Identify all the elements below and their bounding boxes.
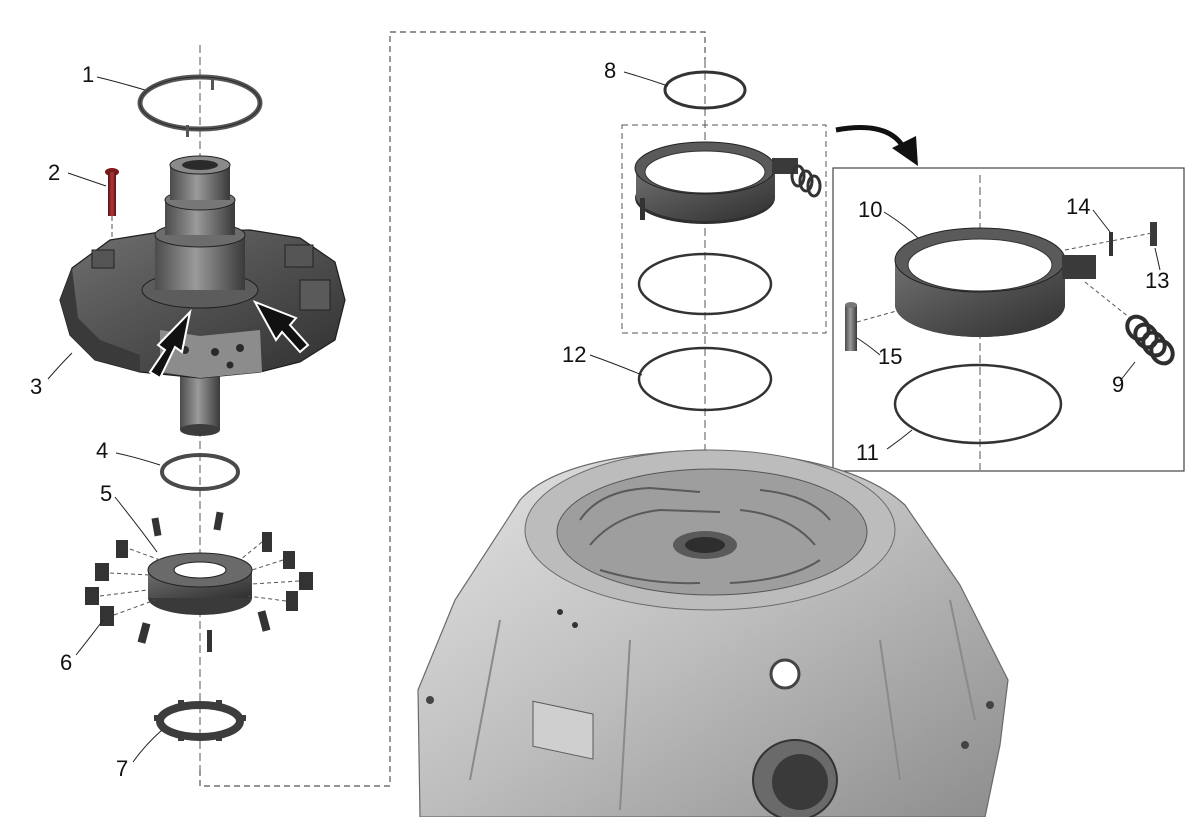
part-4-seal-ring bbox=[160, 453, 240, 491]
pointer-arrow-icon bbox=[252, 300, 310, 354]
callout-5: 5 bbox=[100, 481, 112, 506]
callout-1: 1 bbox=[82, 62, 94, 87]
callout-6: 6 bbox=[60, 650, 72, 675]
callout-leader-lines bbox=[47, 71, 1161, 763]
callout-2: 2 bbox=[48, 160, 60, 185]
vane-leader-lines bbox=[99, 541, 300, 616]
part-14-pin bbox=[1109, 232, 1113, 256]
part-11-ring bbox=[893, 363, 1063, 445]
part-1-snap-ring bbox=[137, 74, 263, 137]
callout-7: 7 bbox=[116, 756, 128, 781]
pointer-arrow-icon bbox=[148, 308, 192, 380]
callout-9: 9 bbox=[1112, 372, 1124, 397]
part-7-lock-washer bbox=[154, 700, 246, 741]
part-10-band bbox=[894, 227, 1096, 337]
callout-10: 10 bbox=[858, 197, 882, 222]
callout-15: 15 bbox=[878, 344, 902, 369]
part-13-pin bbox=[1150, 222, 1157, 246]
spring-leader-line bbox=[1084, 281, 1131, 319]
part-2-bolt bbox=[105, 168, 119, 216]
curved-arrow-icon bbox=[835, 125, 918, 166]
part-8-ring bbox=[663, 70, 747, 110]
transmission-housing bbox=[417, 449, 1009, 817]
callout-14: 14 bbox=[1066, 194, 1090, 219]
part-3-pump-body bbox=[59, 155, 346, 436]
callout-12: 12 bbox=[562, 342, 586, 367]
band-assembly-small bbox=[634, 141, 822, 224]
detail-source-box bbox=[621, 124, 827, 334]
callout-8: 8 bbox=[604, 58, 616, 83]
small-seal-ring bbox=[637, 252, 773, 316]
part-6-vanes bbox=[85, 511, 313, 652]
assembly-path-line bbox=[199, 31, 706, 787]
part-15-pin bbox=[845, 302, 857, 351]
part-9-spring bbox=[1125, 314, 1175, 366]
callout-3: 3 bbox=[30, 374, 42, 399]
pin-leader-line bbox=[856, 309, 901, 323]
callout-11: 11 bbox=[856, 440, 879, 465]
callout-13: 13 bbox=[1145, 268, 1169, 293]
callout-4: 4 bbox=[96, 438, 108, 463]
part-5-rotor bbox=[147, 552, 253, 615]
pins-leader-line bbox=[1064, 232, 1153, 251]
part-12-ring bbox=[637, 346, 773, 412]
